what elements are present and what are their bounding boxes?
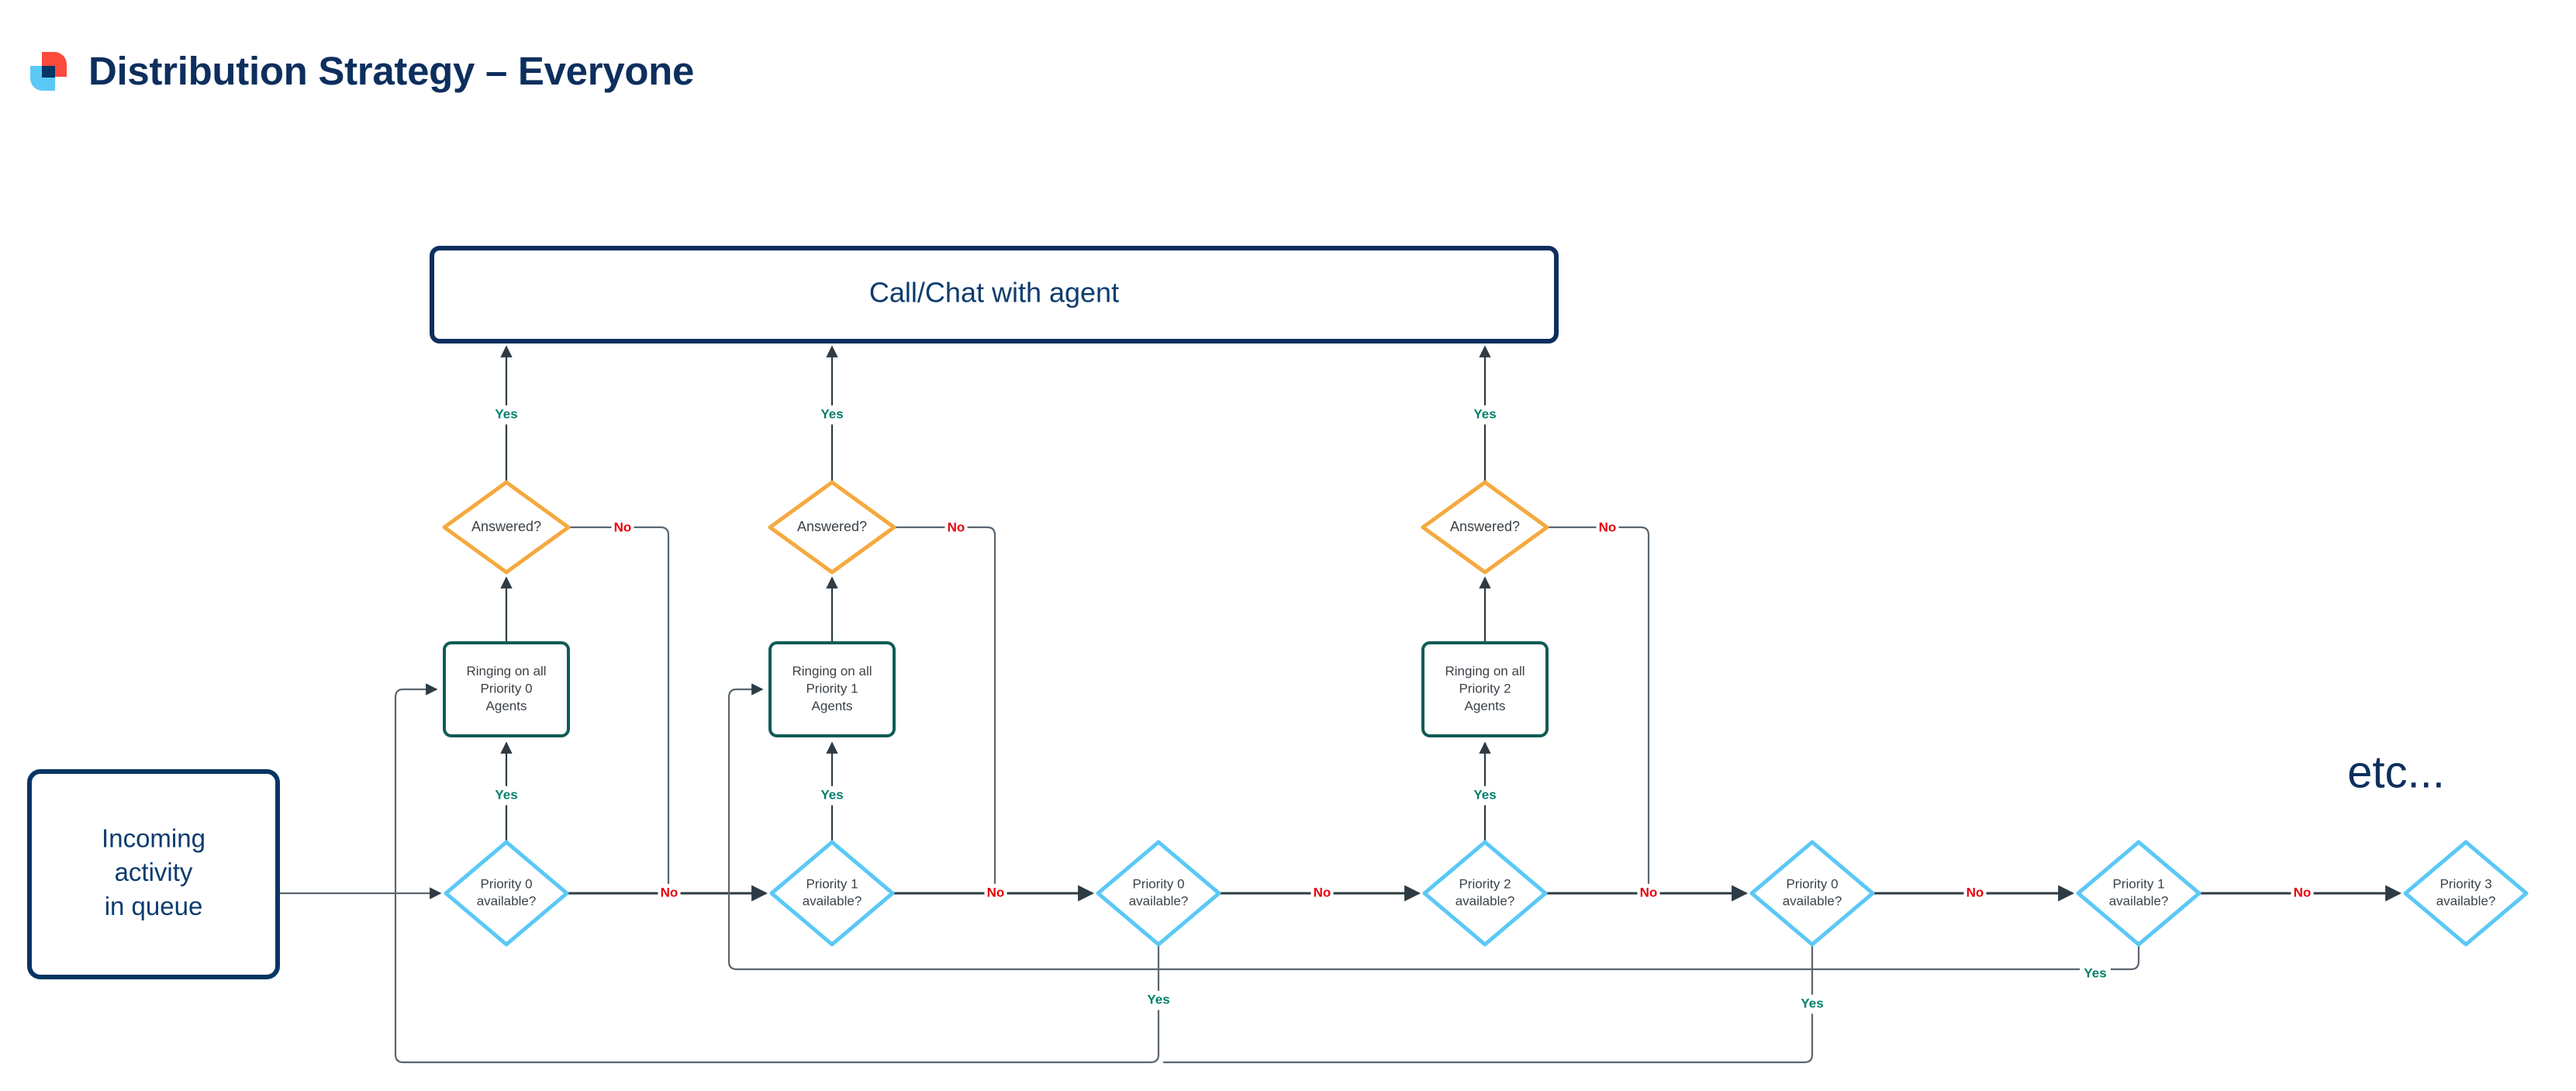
node-text-line: Incoming bbox=[102, 824, 205, 853]
edge-label-text: No bbox=[1640, 885, 1658, 899]
node-text-line: Agents bbox=[812, 699, 853, 713]
edge-label-priority-1-1-no: No bbox=[984, 883, 1007, 903]
edge-label-text: No bbox=[1967, 885, 1984, 899]
edge-label-answered-1-no: No bbox=[611, 518, 634, 538]
edge-label-text: No bbox=[614, 520, 632, 534]
node-text-line: available? bbox=[1455, 894, 1515, 909]
node-text-line: Priority 1 bbox=[2112, 876, 2164, 891]
edge-label-text: No bbox=[1314, 885, 1331, 899]
edge-label-text: Yes bbox=[1473, 406, 1496, 421]
edge-label-text: No bbox=[661, 885, 679, 899]
node-text-line: available? bbox=[2436, 894, 2496, 909]
edge-label-text: Yes bbox=[820, 787, 843, 802]
node-text-line: Answered? bbox=[471, 519, 541, 534]
edge-label-answered-2-yes: Yes bbox=[817, 405, 848, 425]
priority-0-available-decision-3[interactable]: Priority 0 available? bbox=[1749, 840, 1875, 947]
node-layer: Incoming activity in queue Call/Chat with a… bbox=[27, 246, 2529, 979]
edge-label-priority-0-1-no: No bbox=[658, 883, 681, 903]
node-text-line: Priority 1 bbox=[806, 681, 858, 696]
edge-label-text: Yes bbox=[2084, 965, 2106, 980]
priority-3-available-decision-1[interactable]: Priority 3 available? bbox=[2403, 840, 2529, 947]
edge-label-priority-0-3-yes: Yes bbox=[1797, 994, 1828, 1014]
etc-text: etc... bbox=[2347, 747, 2445, 797]
node-text-line: Priority 1 bbox=[806, 876, 858, 891]
edge-label-text: Yes bbox=[495, 406, 517, 421]
node-text-line: available? bbox=[1129, 894, 1189, 909]
edge-label-answered-3-no: No bbox=[1596, 518, 1619, 538]
priority-0-available-decision-1[interactable]: Priority 0 available? bbox=[444, 840, 569, 947]
priority-1-available-decision-2[interactable]: Priority 1 available? bbox=[2076, 840, 2201, 947]
node-text-line: Priority 3 bbox=[2440, 876, 2491, 891]
node-text-line: Priority 2 bbox=[1459, 681, 1511, 696]
edge-label-answered-1-yes: Yes bbox=[491, 405, 522, 425]
edge-label-priority-0-2-no: No bbox=[1310, 883, 1334, 903]
edge-label-priority-0-2-yes: Yes bbox=[1143, 990, 1174, 1010]
page-header: Distribution Strategy – Everyone bbox=[29, 48, 694, 94]
node-text-line: Priority 0 bbox=[480, 876, 532, 891]
brand-logo-icon bbox=[29, 49, 68, 94]
priority-1-available-decision-1[interactable]: Priority 1 available? bbox=[769, 840, 895, 947]
edge-layer bbox=[278, 345, 2402, 1064]
edge-label-text: Yes bbox=[1473, 787, 1496, 802]
edge-label-text: Yes bbox=[1801, 996, 1823, 1010]
edge-label-priority-1-2-no: No bbox=[2291, 883, 2314, 903]
edge-label-text: No bbox=[948, 520, 965, 534]
edge-label-text: No bbox=[2294, 885, 2312, 899]
edge-label-text: No bbox=[987, 885, 1005, 899]
edge-priority-1-2-yes-loopback-to-ringing-1 bbox=[727, 683, 2140, 971]
node-text-line: Ringing on all bbox=[1445, 664, 1525, 678]
edge-label-priority-0-1-yes: Yes bbox=[491, 785, 522, 806]
edge-label-priority-2-1-no: No bbox=[1637, 883, 1660, 903]
node-text-line: available? bbox=[1783, 894, 1842, 909]
answered-decision-2[interactable]: Answered? bbox=[768, 480, 896, 575]
edge-answered-3-no-route bbox=[1547, 526, 1650, 893]
edge-label-text: Yes bbox=[1147, 992, 1169, 1006]
edge-label-answered-3-yes: Yes bbox=[1469, 405, 1500, 425]
node-text-line: available? bbox=[803, 894, 862, 909]
node-text-line: Agents bbox=[486, 699, 527, 713]
edge-label-answered-2-no: No bbox=[944, 518, 968, 538]
incoming-activity-box[interactable]: Incoming activity in queue bbox=[27, 769, 280, 979]
node-text-line: Answered? bbox=[1450, 519, 1520, 534]
edge-priority-0-3-yes-loopback-to-ringing-0 bbox=[1163, 944, 1814, 1064]
node-text-line: Answered? bbox=[797, 519, 867, 534]
edge-label-text: Yes bbox=[495, 787, 517, 802]
priority-2-available-decision-1[interactable]: Priority 2 available? bbox=[1422, 840, 1548, 947]
edge-label-priority-0-3-no: No bbox=[1963, 883, 1987, 903]
edge-label-text: Yes bbox=[820, 406, 843, 421]
edge-priority-0-2-yes-loopback-to-ringing-0 bbox=[394, 683, 1160, 1064]
node-text-line: Priority 0 bbox=[1132, 876, 1184, 891]
node-text-line: in queue bbox=[105, 892, 203, 920]
node-text-line: available? bbox=[477, 894, 537, 909]
node-text-line: available? bbox=[2109, 894, 2169, 909]
answered-decision-3[interactable]: Answered? bbox=[1421, 480, 1549, 575]
edge-label-priority-1-2-yes: Yes bbox=[2080, 964, 2111, 984]
edge-answered-1-no-route bbox=[568, 526, 670, 893]
edge-label-priority-1-1-yes: Yes bbox=[817, 785, 848, 806]
node-text-line: Priority 2 bbox=[1459, 876, 1511, 891]
answered-decision-1[interactable]: Answered? bbox=[442, 480, 571, 575]
page-title: Distribution Strategy – Everyone bbox=[88, 49, 695, 93]
edge-label-priority-2-1-yes: Yes bbox=[1469, 785, 1500, 806]
node-text-line: Priority 0 bbox=[480, 681, 532, 696]
node-text-line: activity bbox=[115, 858, 193, 886]
node-text-line: Ringing on all bbox=[466, 664, 546, 678]
logo-navy-shape bbox=[42, 65, 55, 78]
edge-answered-2-no-route bbox=[894, 526, 996, 893]
node-text-line: Priority 0 bbox=[1786, 876, 1838, 891]
call-chat-with-agent-box[interactable]: Call/Chat with agent bbox=[430, 246, 1559, 344]
edge-label-text: No bbox=[1599, 520, 1617, 534]
node-text-line: Call/Chat with agent bbox=[869, 277, 1119, 309]
priority-0-available-decision-2[interactable]: Priority 0 available? bbox=[1096, 840, 1221, 947]
node-text-line: Agents bbox=[1465, 699, 1506, 713]
node-text-line: Ringing on all bbox=[792, 664, 872, 678]
